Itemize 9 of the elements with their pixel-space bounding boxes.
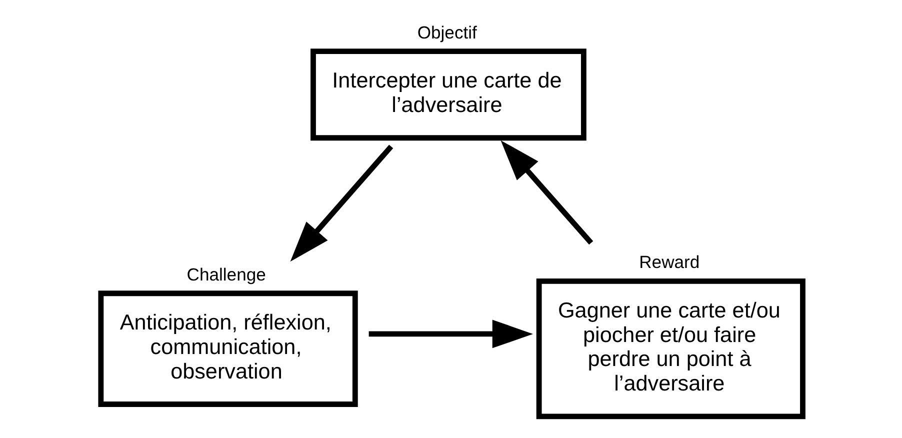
- node-box: Gagner une carte et/ou piocher et/ou faire perdre un point à l’adversaire: [536, 278, 805, 420]
- arrow: [290, 144, 393, 262]
- node-box: Intercepter une carte de l’adversaire: [310, 48, 586, 141]
- node-label: Challenge: [186, 264, 266, 284]
- node-box: Anticipation, réflexion, communication, observation: [98, 290, 358, 407]
- node-label: Reward: [638, 252, 700, 272]
- node-label: Objectif: [416, 22, 476, 42]
- arrow: [368, 320, 532, 348]
- arrow: [500, 140, 593, 245]
